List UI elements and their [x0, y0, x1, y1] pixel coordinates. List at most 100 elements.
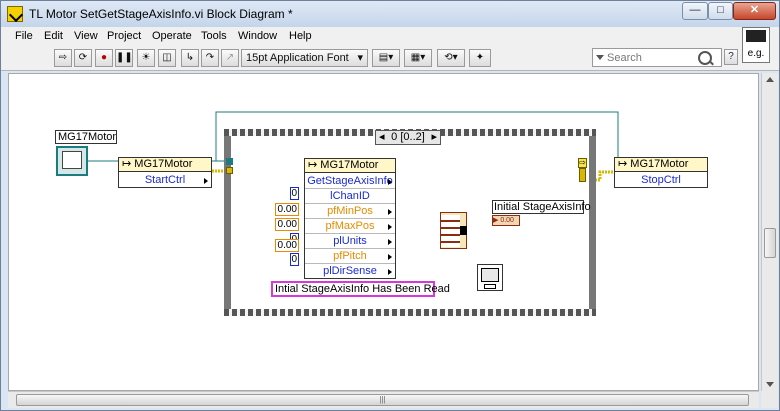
step-out-icon[interactable]: ↗	[221, 49, 239, 67]
activex-control-terminal[interactable]	[56, 146, 88, 176]
param-pfminpos[interactable]: pfMinPos	[305, 204, 395, 219]
method-label: StopCtrl	[641, 174, 681, 186]
invoke-node-startctrl[interactable]: ↦ MG17Motor StartCtrl	[118, 157, 212, 188]
align-objects-icon[interactable]: ▤▾	[372, 49, 400, 67]
invoke-arrow-icon: ↦	[122, 158, 135, 170]
next-frame-icon[interactable]: ▸	[431, 131, 437, 143]
sequence-selector-label: 0 [0..2]	[391, 131, 425, 143]
param-pldirsense[interactable]: plDirSense	[305, 264, 395, 279]
method-label: GetStageAxisInfo	[307, 175, 393, 187]
bundle-output-icon	[460, 226, 467, 235]
close-button[interactable]: ✕	[733, 2, 776, 20]
indicator-label: Initial StageAxisInfo	[492, 200, 591, 214]
param-lchanid[interactable]: lChanID	[305, 189, 395, 204]
method-label: StartCtrl	[144, 174, 186, 186]
sequence-bottom-frame	[224, 309, 596, 316]
menu-tools[interactable]: Tools	[201, 30, 227, 42]
menu-file[interactable]: File	[15, 30, 33, 42]
prev-frame-icon[interactable]: ◂	[379, 131, 385, 143]
help-button[interactable]: ?	[724, 49, 738, 65]
horizontal-scrollbar[interactable]: |||	[8, 391, 759, 408]
param-plunits[interactable]: plUnits	[305, 234, 395, 249]
output-arrow-icon	[388, 239, 392, 245]
pause-icon[interactable]: ❚❚	[115, 49, 133, 67]
output-arrow-icon	[388, 254, 392, 260]
menu-edit[interactable]: Edit	[44, 30, 63, 42]
abort-icon[interactable]: ●	[95, 49, 113, 67]
message-string-constant[interactable]: Intial StageAxisInfo Has Been Read	[271, 281, 450, 297]
param-pfpitch[interactable]: pfPitch	[305, 249, 395, 264]
maximize-button[interactable]: □	[708, 2, 733, 20]
distribute-objects-icon[interactable]: ▦▾	[404, 49, 432, 67]
constant-lchanid[interactable]: 0	[290, 187, 299, 200]
refnum-icon	[62, 151, 82, 169]
node-class-label: ↦ MG17Motor	[119, 158, 211, 172]
scroll-down-icon[interactable]	[766, 382, 774, 387]
output-arrow-icon	[388, 224, 392, 230]
refnum-tunnel	[226, 158, 233, 165]
toolbar: ⇨ ⟳ ● ❚❚ ☀ ◫ ↳ ↷ ↗ 15pt Application Font…	[1, 46, 779, 71]
error-tunnel-out: ⇨	[578, 158, 587, 168]
clean-up-diagram-icon[interactable]: ✦	[469, 49, 491, 67]
constant-pfpitch[interactable]: 0.00	[275, 239, 299, 252]
search-input[interactable]: Search	[592, 48, 722, 67]
node-class-label: ↦ MG17Motor	[615, 158, 707, 172]
param-label: pfMaxPos	[325, 220, 375, 232]
node-method[interactable]: StartCtrl	[119, 173, 211, 188]
one-button-dialog-icon[interactable]	[477, 264, 503, 291]
bundle-node[interactable]	[440, 212, 467, 249]
cluster-indicator-terminal[interactable]: ▶ 0.00	[492, 215, 520, 226]
font-select-label: 15pt Application Font	[246, 52, 349, 64]
constant-pfmaxpos[interactable]: 0.00	[275, 218, 299, 231]
output-arrow-icon	[388, 179, 392, 185]
dialog-button-icon	[484, 284, 496, 289]
bundle-elements	[441, 215, 460, 247]
search-icon[interactable]	[698, 51, 712, 65]
menu-project[interactable]: Project	[107, 30, 142, 42]
constant-pldirsense[interactable]: 0	[290, 253, 299, 266]
dialog-window-icon	[481, 268, 499, 282]
run-icon[interactable]: ⇨	[54, 49, 72, 67]
invoke-node-getstageaxisinfo[interactable]: ↦ MG17Motor GetStageAxisInfo lChanID pfM…	[304, 158, 396, 279]
param-label: lChanID	[330, 190, 370, 202]
graduation-cap-icon	[746, 30, 766, 42]
sequence-frame-selector[interactable]: ◂ 0 [0..2] ▸	[375, 130, 441, 145]
node-method[interactable]: GetStageAxisInfo	[305, 174, 395, 189]
context-help-icon[interactable]: e.g.	[742, 27, 770, 63]
scroll-up-icon[interactable]	[766, 77, 774, 82]
output-arrow-icon	[388, 209, 392, 215]
menu-bar: File Edit View Project Operate Tools Win…	[1, 27, 779, 47]
highlight-execution-icon[interactable]: ☀	[137, 49, 155, 67]
menu-window[interactable]: Window	[238, 30, 278, 42]
retain-wire-values-icon[interactable]: ◫	[158, 49, 176, 67]
invoke-arrow-icon: ↦	[618, 158, 631, 170]
param-label: plUnits	[333, 235, 367, 247]
node-method[interactable]: StopCtrl	[615, 173, 707, 188]
node-class-name: MG17Motor	[630, 158, 689, 170]
font-select[interactable]: 15pt Application Font ▾	[241, 49, 368, 67]
constant-pfminpos[interactable]: 0.00	[275, 203, 299, 216]
menu-operate[interactable]: Operate	[152, 30, 192, 42]
vertical-scroll-thumb[interactable]	[764, 228, 776, 258]
invoke-node-stopctrl[interactable]: ↦ MG17Motor StopCtrl	[614, 157, 708, 188]
node-class-name: MG17Motor	[320, 159, 379, 171]
invoke-arrow-icon: ↦	[308, 159, 321, 171]
context-help-label: e.g.	[747, 48, 765, 59]
vertical-scrollbar[interactable]	[761, 73, 778, 391]
param-pfmaxpos[interactable]: pfMaxPos	[305, 219, 395, 234]
block-diagram-canvas[interactable]: ◂ 0 [0..2] ▸ MG17Motor ↦ MG17Motor Start…	[8, 73, 759, 391]
menu-help[interactable]: Help	[289, 30, 312, 42]
horizontal-scroll-thumb[interactable]: |||	[16, 394, 749, 406]
reorder-icon[interactable]: ⟲▾	[437, 49, 465, 67]
step-into-icon[interactable]: ↳	[181, 49, 199, 67]
minimize-button[interactable]: —	[682, 2, 708, 20]
labview-app-icon	[7, 6, 23, 22]
menu-view[interactable]: View	[74, 30, 98, 42]
size-grip[interactable]	[761, 391, 778, 408]
title-bar[interactable]: TL Motor SetGetStageAxisInfo.vi Block Di…	[1, 1, 779, 27]
step-over-icon[interactable]: ↷	[201, 49, 219, 67]
error-tunnel	[226, 167, 233, 174]
search-placeholder: Search	[607, 52, 642, 64]
run-continuously-icon[interactable]: ⟳	[74, 49, 92, 67]
